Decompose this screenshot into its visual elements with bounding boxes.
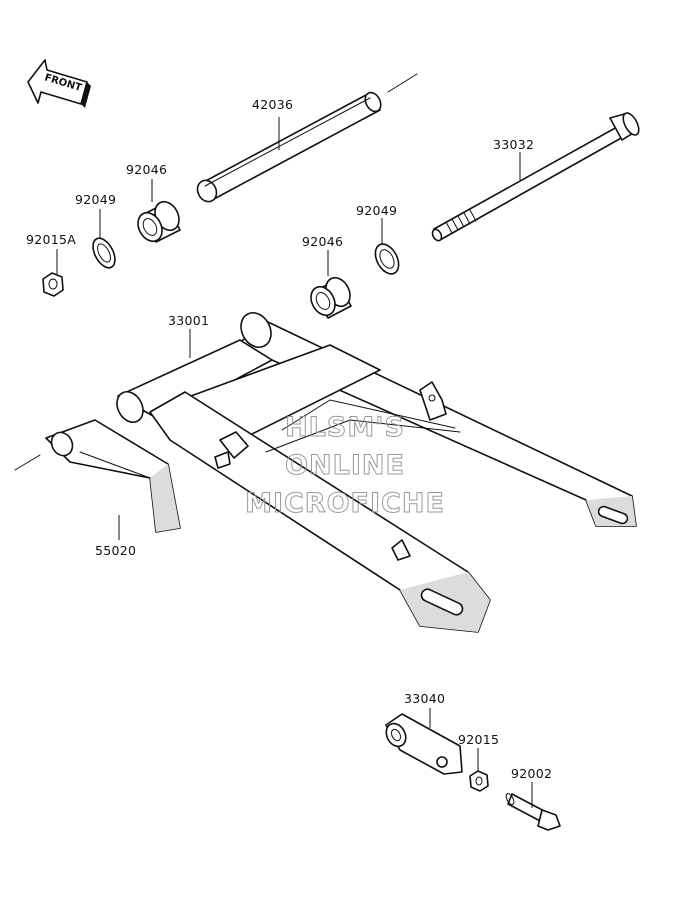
nut-left-icon <box>42 272 64 297</box>
watermark: HLSM'S ONLINE MICROFICHE <box>245 412 445 520</box>
watermark-line-1: HLSM'S <box>285 412 405 443</box>
chain-adjuster-icon <box>385 713 463 775</box>
part-label-92049-left: 92049 <box>75 192 116 207</box>
part-label-33001: 33001 <box>168 313 209 328</box>
part-label-42036: 42036 <box>252 97 293 112</box>
chain-guide-icon <box>45 419 181 533</box>
part-label-92046-right: 92046 <box>302 234 343 249</box>
part-label-92046-left: 92046 <box>126 162 167 177</box>
part-label-33032: 33032 <box>493 137 534 152</box>
pivot-sleeve-icon <box>196 91 382 203</box>
adjuster-nut-icon <box>469 770 489 792</box>
part-label-33040: 33040 <box>404 691 445 706</box>
part-label-92002: 92002 <box>511 766 552 781</box>
center-line-marker-left <box>14 454 41 471</box>
needle-bearing-left-icon <box>137 200 181 243</box>
seal-right-icon <box>374 243 400 275</box>
watermark-line-2: ONLINE <box>285 450 405 481</box>
pivot-shaft-icon <box>431 112 640 242</box>
swingarm-icon <box>116 312 637 633</box>
part-label-92015: 92015 <box>458 732 499 747</box>
center-line-marker <box>387 73 418 93</box>
adjuster-bolt-icon <box>505 793 561 831</box>
part-label-92049-right: 92049 <box>356 203 397 218</box>
needle-bearing-right-icon <box>310 276 352 319</box>
seal-left-icon <box>92 237 116 269</box>
front-arrow-icon: FRONT <box>27 59 91 108</box>
part-label-55020: 55020 <box>95 543 136 558</box>
part-label-92015A: 92015A <box>26 232 76 247</box>
watermark-line-3: MICROFICHE <box>245 488 445 519</box>
